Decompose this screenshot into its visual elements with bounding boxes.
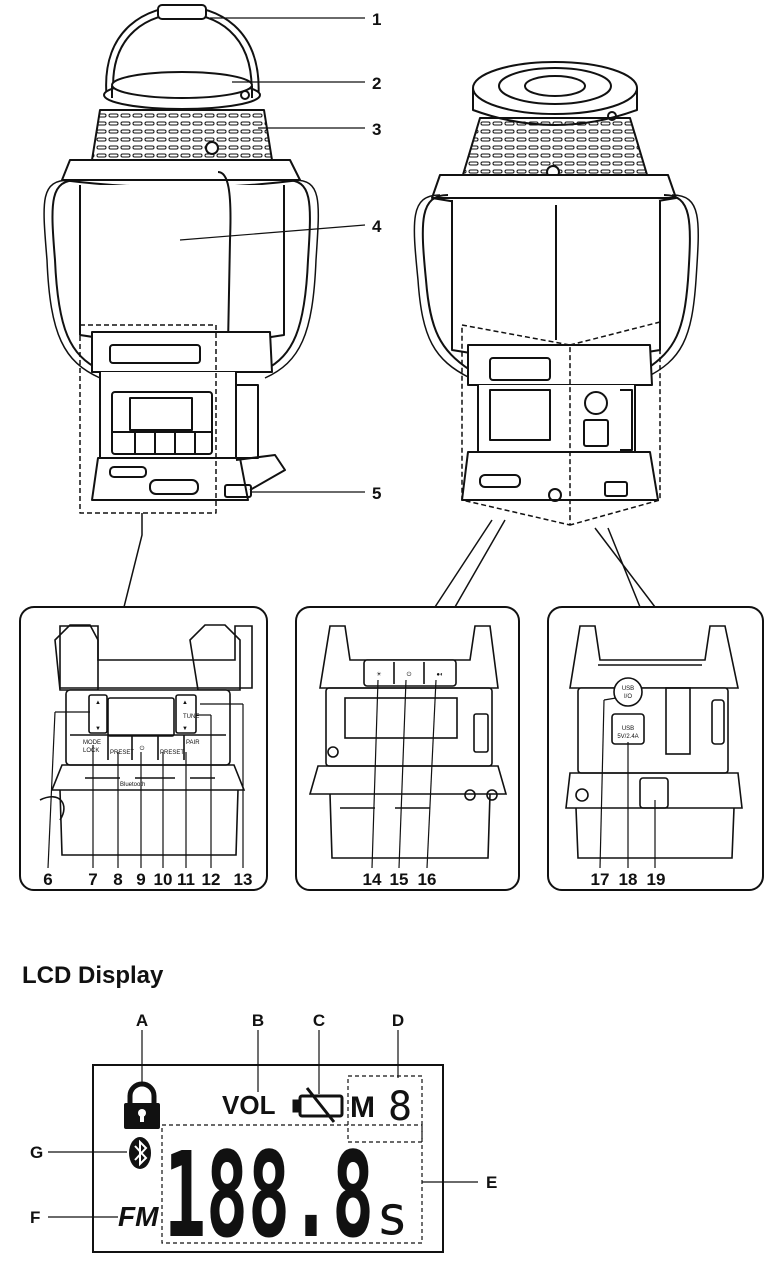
lantern-rear-view: [413, 61, 699, 526]
callout-12: 12: [202, 870, 221, 889]
bluetooth-wordmark: Bluetooth: [120, 782, 145, 788]
callout-17: 17: [591, 870, 610, 889]
callout-15: 15: [390, 870, 409, 889]
lcd-label-f: F: [30, 1208, 40, 1227]
usb-io-label: USB: [622, 686, 634, 692]
vol-indicator: VOL: [222, 1090, 276, 1120]
tune-label: TUNE: [183, 714, 199, 720]
callout-10: 10: [154, 870, 173, 889]
memory-indicator: M: [350, 1091, 375, 1124]
preset-up-label: PRESET: [160, 750, 184, 756]
callout-16: 16: [418, 870, 437, 889]
lock-label: LOCK: [83, 748, 99, 754]
leader-lines-top: [179, 17, 366, 493]
light-brightness-icon[interactable]: ☀: [376, 671, 381, 678]
callout-11: 11: [177, 870, 195, 889]
lcd-label-a: A: [136, 1011, 148, 1030]
callout-5: 5: [372, 484, 381, 503]
callout-numbers-top: 1 2 3 4 5: [372, 10, 382, 503]
lantern-front-view: [43, 4, 320, 514]
callout-4: 4: [372, 217, 382, 236]
callout-18: 18: [619, 870, 638, 889]
callout-14: 14: [363, 870, 382, 889]
digit-suffix: s: [376, 1184, 409, 1247]
light-power-icon[interactable]: ⏻: [407, 671, 412, 678]
panel-light-controls: ☀ ⏻ ●◐ 14 15 16: [295, 606, 520, 891]
mode-label: MODE: [83, 740, 101, 746]
callout-8: 8: [113, 870, 122, 889]
callout-3: 3: [372, 120, 381, 139]
pair-label: PAIR: [186, 740, 200, 746]
lcd-label-c: C: [313, 1011, 325, 1030]
callout-6: 6: [43, 870, 52, 889]
lcd-label-b: B: [252, 1011, 264, 1030]
volume-down-icon[interactable]: ▼: [95, 726, 101, 732]
band-indicator: FM: [118, 1201, 159, 1232]
callout-19: 19: [647, 870, 666, 889]
volume-up-icon[interactable]: ▲: [95, 700, 101, 706]
tune-up-icon[interactable]: ▲: [182, 700, 188, 706]
usb-out-label: USB: [622, 726, 634, 732]
lcd-label-e: E: [486, 1173, 497, 1192]
frequency-digits: 188.8: [164, 1126, 374, 1261]
lcd-section-title: LCD Display: [22, 962, 164, 989]
callout-9: 9: [136, 870, 145, 889]
bluetooth-icon: [129, 1137, 151, 1169]
lcd-label-g: G: [30, 1143, 43, 1162]
power-icon[interactable]: ⏻: [140, 745, 145, 752]
usb-rating-label: 5V/2.4A: [617, 734, 638, 740]
panel-controls: MODE LOCK PRESET PRESET TUNE PAIR Blueto…: [19, 606, 268, 891]
light-mode-icon[interactable]: ●◐: [436, 672, 444, 678]
panel-usb-ports: USB I/O USB 5V/2.4A 17 18 19: [547, 606, 764, 891]
memory-digit: 8: [388, 1084, 412, 1130]
lcd-label-d: D: [392, 1011, 404, 1030]
callout-7: 7: [88, 870, 97, 889]
tune-down-icon[interactable]: ▼: [182, 726, 188, 732]
zoom-connectors: [123, 513, 656, 608]
lcd-display: VOL M 8 188.8 s FM A B: [30, 1011, 497, 1261]
callout-2: 2: [372, 74, 381, 93]
preset-down-label: PRESET: [110, 750, 134, 756]
callout-1: 1: [372, 10, 381, 29]
callout-13: 13: [234, 870, 253, 889]
low-battery-icon: [292, 1087, 344, 1123]
usb-io-sublabel: I/O: [624, 694, 632, 700]
